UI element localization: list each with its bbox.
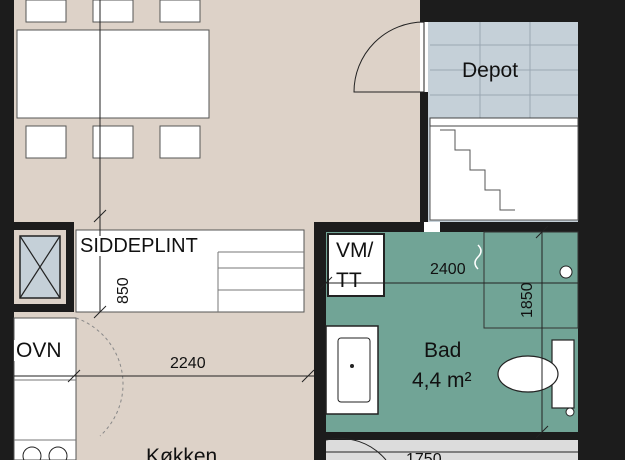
dimension-bad-depth: 1850	[519, 282, 536, 318]
dimension-siddeplint: 850	[115, 277, 132, 304]
chair-bottom-1	[25, 125, 67, 159]
kitchen-door-swing	[75, 317, 124, 437]
room-label-vmtt-2: TT	[336, 269, 362, 292]
bath-top-wall-right	[440, 222, 578, 232]
dimension-bad-width: 2400	[428, 261, 468, 278]
chair-top-1	[25, 0, 67, 23]
chair-top-2	[92, 0, 134, 23]
shower-head	[559, 265, 573, 279]
dining-table	[16, 29, 210, 119]
dimension-lines	[14, 0, 578, 453]
vmtt-box	[327, 233, 385, 297]
bath-left-wall-lower	[314, 312, 326, 460]
room-label-siddeplint: SIDDEPLINT	[78, 235, 200, 257]
chair-bottom-2	[92, 125, 134, 159]
shower-area	[483, 231, 579, 329]
shaft-cross-2	[19, 235, 61, 299]
dimension-kitchen-width: 2240	[170, 355, 206, 372]
corridor-floor	[320, 440, 578, 460]
room-label-kokken: Køkken	[146, 445, 218, 460]
stair-lower	[429, 124, 579, 221]
left-column-3	[14, 304, 74, 312]
depot-left-wall-lower	[420, 92, 428, 222]
chair-top-3	[159, 0, 201, 23]
left-column-2	[66, 222, 74, 312]
depot-left-wall-upper	[420, 0, 428, 20]
bath-top-wall-left	[314, 222, 424, 232]
room-label-bad: Bad	[424, 339, 462, 362]
bath-door-swing	[325, 437, 387, 460]
room-label-depot: Depot	[462, 59, 519, 82]
bath-left-wall	[314, 222, 326, 312]
depot-door-swing	[353, 21, 425, 93]
depot-top-wall	[420, 0, 578, 22]
hob-ring-2	[48, 446, 68, 460]
toilet-flush	[565, 407, 575, 417]
room-area-bad: 4,4 m²	[412, 369, 472, 392]
chair-bottom-3	[159, 125, 201, 159]
stair-railing	[429, 117, 579, 127]
hob-ring-1	[22, 446, 42, 460]
dimension-bottom: 1750	[406, 451, 442, 460]
left-column	[14, 222, 74, 230]
shower-hose	[474, 244, 482, 270]
right-wall	[578, 0, 625, 460]
sink-basin	[337, 337, 371, 403]
left-wall	[0, 0, 14, 460]
sink-drain	[350, 364, 354, 368]
room-label-vmtt-1: VM/	[336, 239, 374, 262]
room-label-ovn: OVN	[14, 339, 64, 362]
toilet-bowl	[497, 355, 559, 393]
stair-profile	[440, 129, 515, 211]
bath-bottom-wall	[326, 432, 578, 440]
